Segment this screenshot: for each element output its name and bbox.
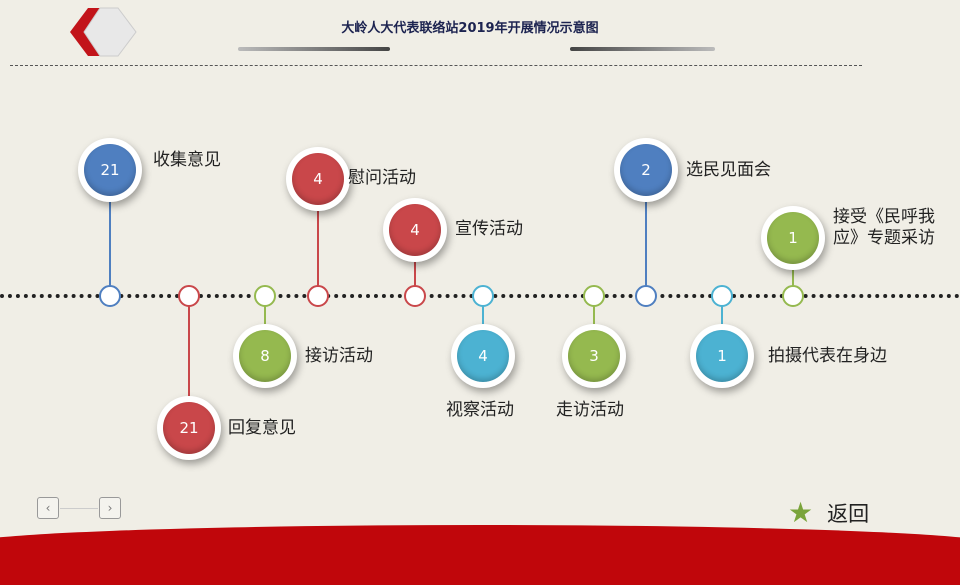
count-bubble: 4 bbox=[451, 324, 515, 388]
logo-icon bbox=[70, 7, 137, 57]
timeline-node bbox=[782, 285, 804, 307]
count-value: 8 bbox=[239, 330, 291, 382]
timeline-node bbox=[178, 285, 200, 307]
count-value: 21 bbox=[163, 402, 215, 454]
count-bubble: 1 bbox=[690, 324, 754, 388]
title-brush-left bbox=[238, 47, 390, 51]
connector-line bbox=[645, 170, 647, 296]
count-value: 3 bbox=[568, 330, 620, 382]
header-divider bbox=[10, 65, 862, 66]
nav-divider bbox=[60, 508, 98, 509]
count-value: 21 bbox=[84, 144, 136, 196]
activity-label: 宣传活动 bbox=[455, 219, 523, 239]
timeline-node bbox=[404, 285, 426, 307]
count-bubble: 2 bbox=[614, 138, 678, 202]
timeline-node bbox=[99, 285, 121, 307]
activity-label: 收集意见 bbox=[153, 150, 221, 170]
timeline-node bbox=[307, 285, 329, 307]
activity-label: 接访活动 bbox=[305, 346, 373, 366]
footer-band bbox=[0, 525, 960, 585]
count-bubble: 8 bbox=[233, 324, 297, 388]
timeline-node bbox=[472, 285, 494, 307]
timeline-node bbox=[583, 285, 605, 307]
count-value: 4 bbox=[292, 153, 344, 205]
activity-label: 视察活动 bbox=[446, 400, 514, 420]
back-label: 返回 bbox=[827, 502, 870, 526]
connector-line bbox=[317, 179, 319, 296]
activity-label: 接受《民呼我应》专题采访 bbox=[833, 207, 935, 248]
activity-label: 慰问活动 bbox=[348, 168, 416, 188]
count-value: 4 bbox=[389, 204, 441, 256]
count-bubble: 4 bbox=[383, 198, 447, 262]
back-button[interactable]: ★ 返回 bbox=[788, 498, 869, 528]
connector-line bbox=[414, 230, 416, 296]
prev-button[interactable]: ‹ bbox=[37, 497, 59, 519]
activity-label: 回复意见 bbox=[228, 418, 296, 438]
connector-line bbox=[188, 296, 190, 428]
star-icon: ★ bbox=[788, 496, 814, 529]
count-value: 1 bbox=[767, 212, 819, 264]
title-brush-right bbox=[570, 47, 715, 51]
timeline-node bbox=[254, 285, 276, 307]
count-bubble: 21 bbox=[157, 396, 221, 460]
next-button[interactable]: › bbox=[99, 497, 121, 519]
count-value: 1 bbox=[696, 330, 748, 382]
activity-label: 拍摄代表在身边 bbox=[768, 346, 887, 366]
activity-label: 选民见面会 bbox=[686, 160, 771, 180]
timeline-node bbox=[711, 285, 733, 307]
connector-line bbox=[109, 170, 111, 296]
activity-label: 走访活动 bbox=[556, 400, 624, 420]
page-title: 大岭人大代表联络站2019年开展情况示意图 bbox=[341, 21, 599, 36]
count-bubble: 3 bbox=[562, 324, 626, 388]
count-bubble: 4 bbox=[286, 147, 350, 211]
timeline-node bbox=[635, 285, 657, 307]
count-bubble: 21 bbox=[78, 138, 142, 202]
count-bubble: 1 bbox=[761, 206, 825, 270]
count-value: 2 bbox=[620, 144, 672, 196]
count-value: 4 bbox=[457, 330, 509, 382]
